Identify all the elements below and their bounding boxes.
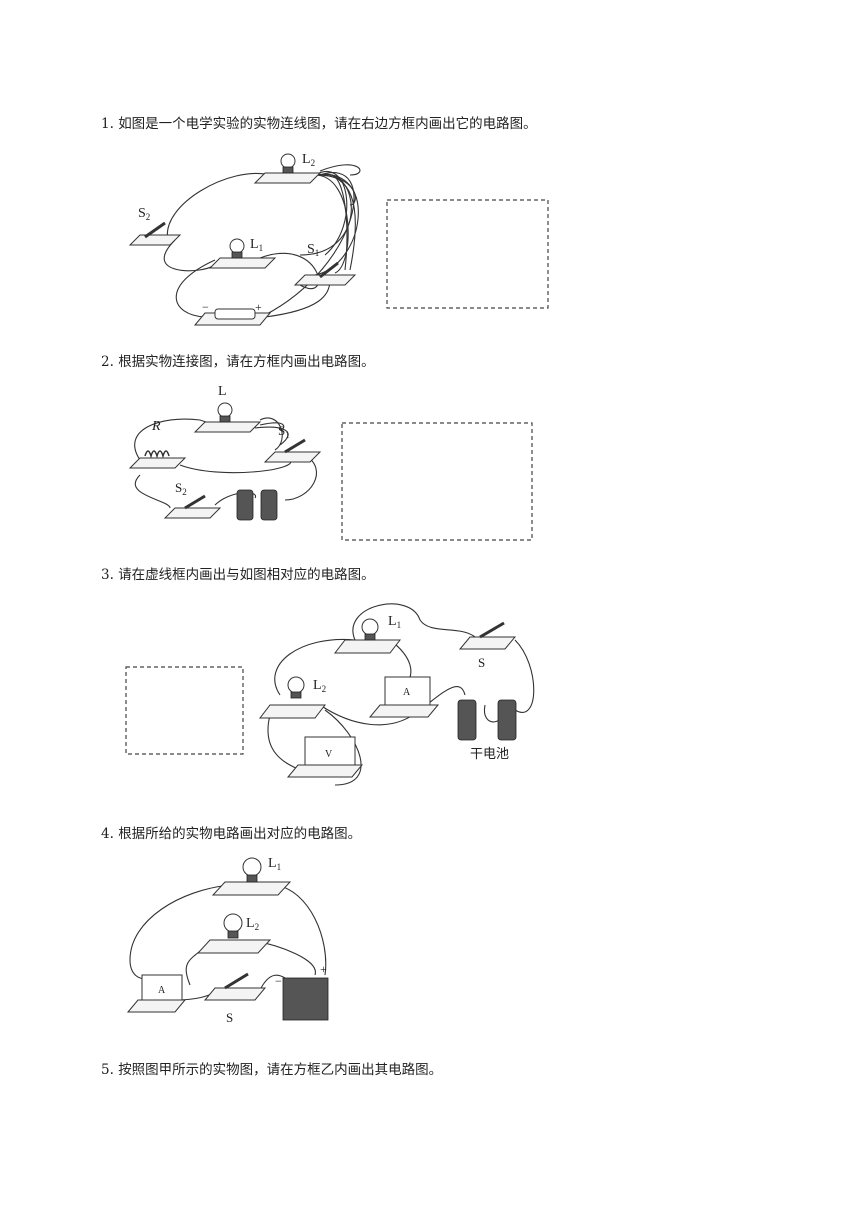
lamp-l1-base bbox=[211, 881, 292, 896]
battery-cell-icon bbox=[457, 699, 477, 741]
question-text: 根据实物连接图，请在方框内画出电路图。 bbox=[118, 354, 375, 370]
label-s1: S1 bbox=[278, 423, 290, 440]
question-number: 1. bbox=[101, 116, 114, 132]
switch-lever-icon bbox=[184, 494, 206, 510]
answer-box-2[interactable] bbox=[341, 422, 533, 541]
question-text: 如图是一个电学实验的实物连线图，请在右边方框内画出它的电路图。 bbox=[118, 116, 537, 132]
lamp-l2-base bbox=[258, 704, 327, 719]
bulb-icon bbox=[242, 857, 262, 877]
battery-plus-label: + bbox=[255, 300, 262, 314]
question-4: 4. 根据所给的实物电路画出对应的电路图。 bbox=[101, 822, 361, 842]
question-number: 4. bbox=[101, 826, 114, 842]
battery-plus-label: + bbox=[320, 962, 327, 976]
label-l1: L1 bbox=[250, 237, 263, 253]
bulb-icon bbox=[361, 618, 379, 636]
label-s2: S2 bbox=[175, 480, 187, 497]
label-s2: S2 bbox=[138, 206, 150, 222]
lamp-l1-base bbox=[333, 639, 402, 654]
answer-box-1[interactable] bbox=[386, 199, 549, 309]
label-l1: L1 bbox=[388, 614, 401, 630]
label-s: S bbox=[226, 1010, 233, 1025]
battery-icon bbox=[214, 308, 256, 320]
switch-lever-icon bbox=[224, 972, 249, 990]
label-l1: L1 bbox=[268, 856, 281, 872]
battery-cell-icon bbox=[497, 699, 517, 741]
label-l: L bbox=[218, 384, 227, 399]
ammeter-label: A bbox=[158, 985, 166, 996]
battery-minus-label: − bbox=[202, 300, 209, 314]
switch-s1-base bbox=[263, 451, 322, 463]
lamp-l2-base bbox=[196, 939, 272, 954]
bulb-icon bbox=[223, 913, 243, 933]
bulb-icon bbox=[287, 676, 305, 694]
bulb-icon bbox=[280, 153, 296, 169]
switch-s2-base bbox=[128, 234, 182, 246]
switch-lever-icon bbox=[479, 621, 505, 639]
question-2: 2. 根据实物连接图，请在方框内画出电路图。 bbox=[101, 350, 375, 370]
switch-base bbox=[458, 636, 517, 650]
label-l2: L2 bbox=[246, 916, 259, 932]
label-s: S bbox=[478, 655, 485, 670]
battery-pack-icon bbox=[282, 977, 329, 1021]
rheostat-base bbox=[128, 457, 187, 469]
figure-3-circuit: L1 S L2 A V 干电池 bbox=[125, 603, 535, 786]
battery-cell-icon bbox=[260, 489, 278, 521]
battery-minus-label: − bbox=[275, 974, 282, 988]
ammeter-icon bbox=[384, 676, 431, 706]
lamp-l2-base bbox=[253, 172, 322, 184]
lamp-l1-base bbox=[208, 257, 277, 269]
battery-cell-icon bbox=[236, 489, 254, 521]
switch-base bbox=[203, 987, 267, 1001]
bulb-icon bbox=[217, 402, 233, 418]
coil-icon bbox=[144, 450, 170, 459]
figure-4-circuit: L1 L2 A S − + bbox=[126, 856, 329, 1025]
bulb-icon bbox=[229, 238, 245, 254]
voltmeter-icon bbox=[304, 736, 356, 766]
lamp-base bbox=[193, 421, 262, 433]
switch-lever-icon bbox=[144, 221, 166, 239]
label-s1: S1 bbox=[307, 242, 319, 258]
question-number: 3. bbox=[101, 567, 114, 583]
label-l2: L2 bbox=[313, 678, 326, 694]
ammeter-base bbox=[368, 704, 440, 718]
question-text: 根据所给的实物电路画出对应的电路图。 bbox=[118, 826, 362, 842]
battery-label: 干电池 bbox=[470, 746, 509, 761]
switch-s2-base bbox=[163, 507, 222, 519]
switch-s1-base bbox=[293, 274, 357, 286]
question-5: 5. 按照图甲所示的实物图，请在方框乙内画出其电路图。 bbox=[101, 1058, 442, 1078]
figure-2-circuit: L R S1 S2 bbox=[128, 384, 533, 541]
voltmeter-base bbox=[286, 764, 364, 778]
figure-1-circuit: L2 S2 L1 S1 − + bbox=[128, 152, 549, 326]
label-l2: L2 bbox=[302, 152, 315, 168]
label-r: R bbox=[151, 419, 161, 434]
question-text: 请在虚线框内画出与如图相对应的电路图。 bbox=[118, 567, 375, 583]
question-text: 按照图甲所示的实物图，请在方框乙内画出其电路图。 bbox=[118, 1062, 443, 1078]
question-number: 2. bbox=[101, 354, 114, 370]
ammeter-base bbox=[126, 999, 187, 1013]
question-number: 5. bbox=[101, 1062, 114, 1078]
answer-box-3[interactable] bbox=[125, 666, 244, 755]
switch-lever-icon bbox=[284, 438, 306, 454]
switch-lever-icon bbox=[319, 261, 339, 279]
question-3: 3. 请在虚线框内画出与如图相对应的电路图。 bbox=[101, 563, 375, 583]
question-1: 1. 如图是一个电学实验的实物连线图，请在右边方框内画出它的电路图。 bbox=[101, 112, 537, 132]
voltmeter-label: V bbox=[325, 749, 333, 760]
ammeter-label: A bbox=[403, 687, 411, 698]
